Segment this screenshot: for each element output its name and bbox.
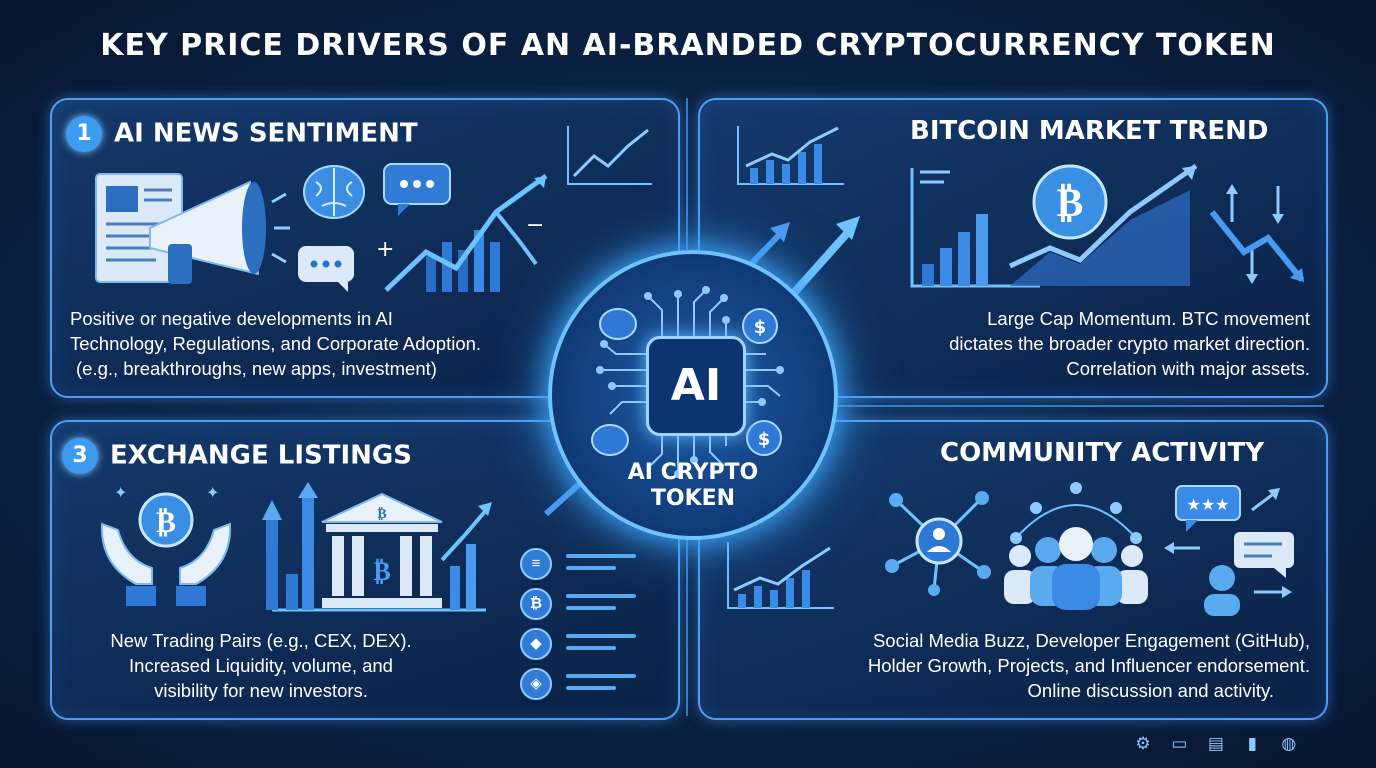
ai-crypto-token-emblem: $ $ AI AI CRYPTO TOKEN <box>548 250 838 540</box>
panel-description: Positive or negative developments in AI … <box>70 306 481 381</box>
sentiment-trend-chart-icon: + − <box>376 173 548 292</box>
panel-title-community: COMMUNITY ACTIVITY <box>940 438 1265 468</box>
list-item: ◈ <box>520 668 640 708</box>
description-line: visibility for new investors. <box>154 680 368 701</box>
bitcoin-trend-chart-icon: ₿ <box>910 163 1198 288</box>
step-number-badge: 3 <box>62 438 98 474</box>
description-line: (e.g., breakthroughs, new apps, investme… <box>76 358 437 379</box>
hands-holding-bitcoin-icon: ₿ ✦ ✦ <box>100 483 232 606</box>
megaphone-icon <box>149 180 290 284</box>
panel-description: New Trading Pairs (e.g., CEX, DEX). Incr… <box>86 628 436 703</box>
code-window-icon: ▭ <box>1171 734 1188 753</box>
dollar-glyph: $ <box>758 429 771 450</box>
chat-bubble-small-icon <box>298 246 354 292</box>
description-line: Positive or negative developments in AI <box>70 308 393 329</box>
small-line-chart-icon <box>567 126 652 185</box>
gear-icon: ⚙ <box>1135 734 1151 753</box>
description-line: New Trading Pairs (e.g., CEX, DEX). <box>110 630 412 651</box>
document-icon: ▤ <box>1207 734 1224 753</box>
footer-icon-row: ⚙ ▭ ▤ ▮ ◍ <box>1132 734 1310 756</box>
panel-title-label: AI NEWS SENTIMENT <box>114 118 418 149</box>
panel-title-ai-news: 1 AI NEWS SENTIMENT <box>66 116 418 152</box>
brain-icon <box>599 308 637 340</box>
step-number-badge: 1 <box>66 116 102 152</box>
description-line: dictates the broader crypto market direc… <box>949 333 1310 354</box>
panel-exchange-listings: 3 EXCHANGE LISTINGS ₿ ✦ ✦ ₿ ₿ New Trading… <box>50 420 680 720</box>
panel-title-label: EXCHANGE LISTINGS <box>110 440 412 471</box>
panel-title-bitcoin: BITCOIN MARKET TREND <box>910 116 1269 146</box>
stars-glyph: ★★★ <box>1186 495 1229 514</box>
description-line: Social Media Buzz, Developer Engagement … <box>872 630 1310 651</box>
panel-description: Large Cap Momentum. BTC movement dictate… <box>890 306 1310 381</box>
small-bar-chart-icon <box>737 126 844 185</box>
svg-text:+: + <box>376 237 394 262</box>
brain-icon <box>303 165 365 219</box>
bitcoin-glyph: ₿ <box>377 506 386 522</box>
panel-description: Social Media Buzz, Developer Engagement … <box>780 628 1310 703</box>
small-growth-chart-icon <box>727 542 834 609</box>
reviews-chat-icon: ★★★ <box>1164 485 1294 616</box>
globe-icon: ◍ <box>1281 734 1297 753</box>
bitcoin-icon: ₿ <box>520 588 552 620</box>
bar-chart-icon: ▮ <box>1247 734 1258 753</box>
bitcoin-glyph: ₿ <box>373 557 390 587</box>
description-line: Increased Liquidity, volume, and <box>129 655 393 676</box>
list-item: ₿ <box>520 588 640 628</box>
token-label-line: AI CRYPTO <box>627 460 759 485</box>
crypto-coin-list: ≡ ₿ ◆ ◈ <box>520 548 640 708</box>
token-label-line: TOKEN <box>650 486 736 511</box>
chat-bubble-icon <box>383 163 451 216</box>
svg-text:✦: ✦ <box>206 483 219 502</box>
svg-text:−: − <box>526 213 544 238</box>
dollar-glyph: $ <box>754 317 767 338</box>
bitcoin-glyph: ₿ <box>1057 180 1084 226</box>
panel-bitcoin-market-trend: BITCOIN MARKET TREND ₿ Large Cap <box>698 98 1328 398</box>
binance-icon: ◈ <box>520 668 552 700</box>
network-user-node-icon <box>885 491 991 596</box>
description-line: Technology, Regulations, and Corporate A… <box>70 333 482 354</box>
solana-icon: ≡ <box>520 548 552 580</box>
ai-chip: AI <box>646 336 746 436</box>
bitcoin-glyph: ₿ <box>156 505 176 540</box>
page-title: KEY PRICE DRIVERS OF AN AI-BRANDED CRYPT… <box>100 28 1276 63</box>
description-line: Online discussion and activity. <box>1027 680 1274 701</box>
ethereum-icon: ◆ <box>520 628 552 660</box>
volatility-arrows-icon <box>1209 184 1305 284</box>
list-item: ◆ <box>520 628 640 668</box>
svg-text:✦: ✦ <box>114 483 127 502</box>
description-line: Correlation with major assets. <box>1066 358 1310 379</box>
description-line: Large Cap Momentum. BTC movement <box>987 308 1310 329</box>
token-label: AI CRYPTO TOKEN <box>552 460 834 512</box>
community-people-group-icon <box>1004 482 1148 610</box>
brain-icon <box>591 424 629 456</box>
panel-community-activity: COMMUNITY ACTIVITY ★★★ <box>698 420 1328 720</box>
panel-title-exchange: 3 EXCHANGE LISTINGS <box>62 438 412 474</box>
description-line: Holder Growth, Projects, and Influencer … <box>867 655 1310 676</box>
exchange-building-icon: ₿ ₿ <box>262 482 492 612</box>
list-item: ≡ <box>520 548 640 588</box>
